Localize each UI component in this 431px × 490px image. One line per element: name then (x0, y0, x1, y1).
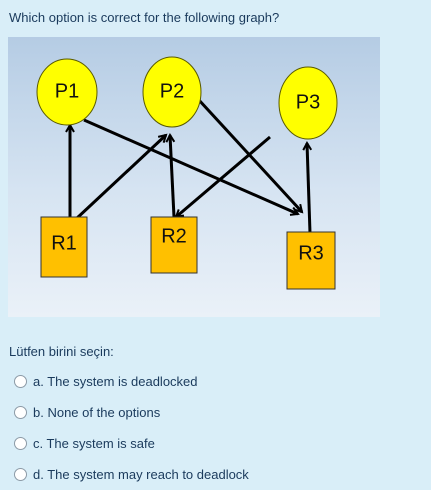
process-node-p1 (36, 58, 98, 126)
edge-r2-p2 (170, 135, 176, 218)
resource-node-r1 (40, 216, 88, 278)
process-label-p1: P1 (55, 80, 79, 102)
option-b-radio[interactable] (14, 406, 27, 419)
resource-node-r2 (150, 216, 198, 274)
resource-allocation-graph: P1 P2 P3 R1 R2 R3 (8, 37, 380, 317)
option-d-label[interactable]: d. The system may reach to deadlock (33, 467, 249, 482)
process-label-p2: P2 (160, 80, 184, 102)
resource-label-r1: R1 (51, 232, 77, 254)
answer-options: a. The system is deadlocked b. None of t… (14, 366, 249, 490)
resource-label-r3: R3 (298, 242, 324, 264)
option-a[interactable]: a. The system is deadlocked (14, 366, 249, 397)
edge-p1-r3 (83, 118, 298, 214)
process-node-p2 (142, 56, 202, 128)
resource-node-r3 (286, 231, 336, 290)
resource-label-r2: R2 (161, 225, 187, 247)
process-label-p3: P3 (296, 91, 320, 113)
question-text: Which option is correct for the followin… (9, 10, 280, 25)
option-d-radio[interactable] (14, 468, 27, 481)
option-a-label[interactable]: a. The system is deadlocked (33, 374, 198, 389)
option-b-label[interactable]: b. None of the options (33, 405, 161, 420)
edge-r3-p3 (307, 143, 310, 234)
option-c-radio[interactable] (14, 437, 27, 450)
option-d[interactable]: d. The system may reach to deadlock (14, 459, 249, 490)
answer-prompt: Lütfen birini seçin: (9, 344, 114, 359)
option-b[interactable]: b. None of the options (14, 397, 249, 428)
option-c[interactable]: c. The system is safe (14, 428, 249, 459)
edge-p3-r2 (176, 135, 271, 217)
option-c-label[interactable]: c. The system is safe (33, 436, 155, 451)
process-node-p3 (278, 66, 338, 140)
option-a-radio[interactable] (14, 375, 27, 388)
